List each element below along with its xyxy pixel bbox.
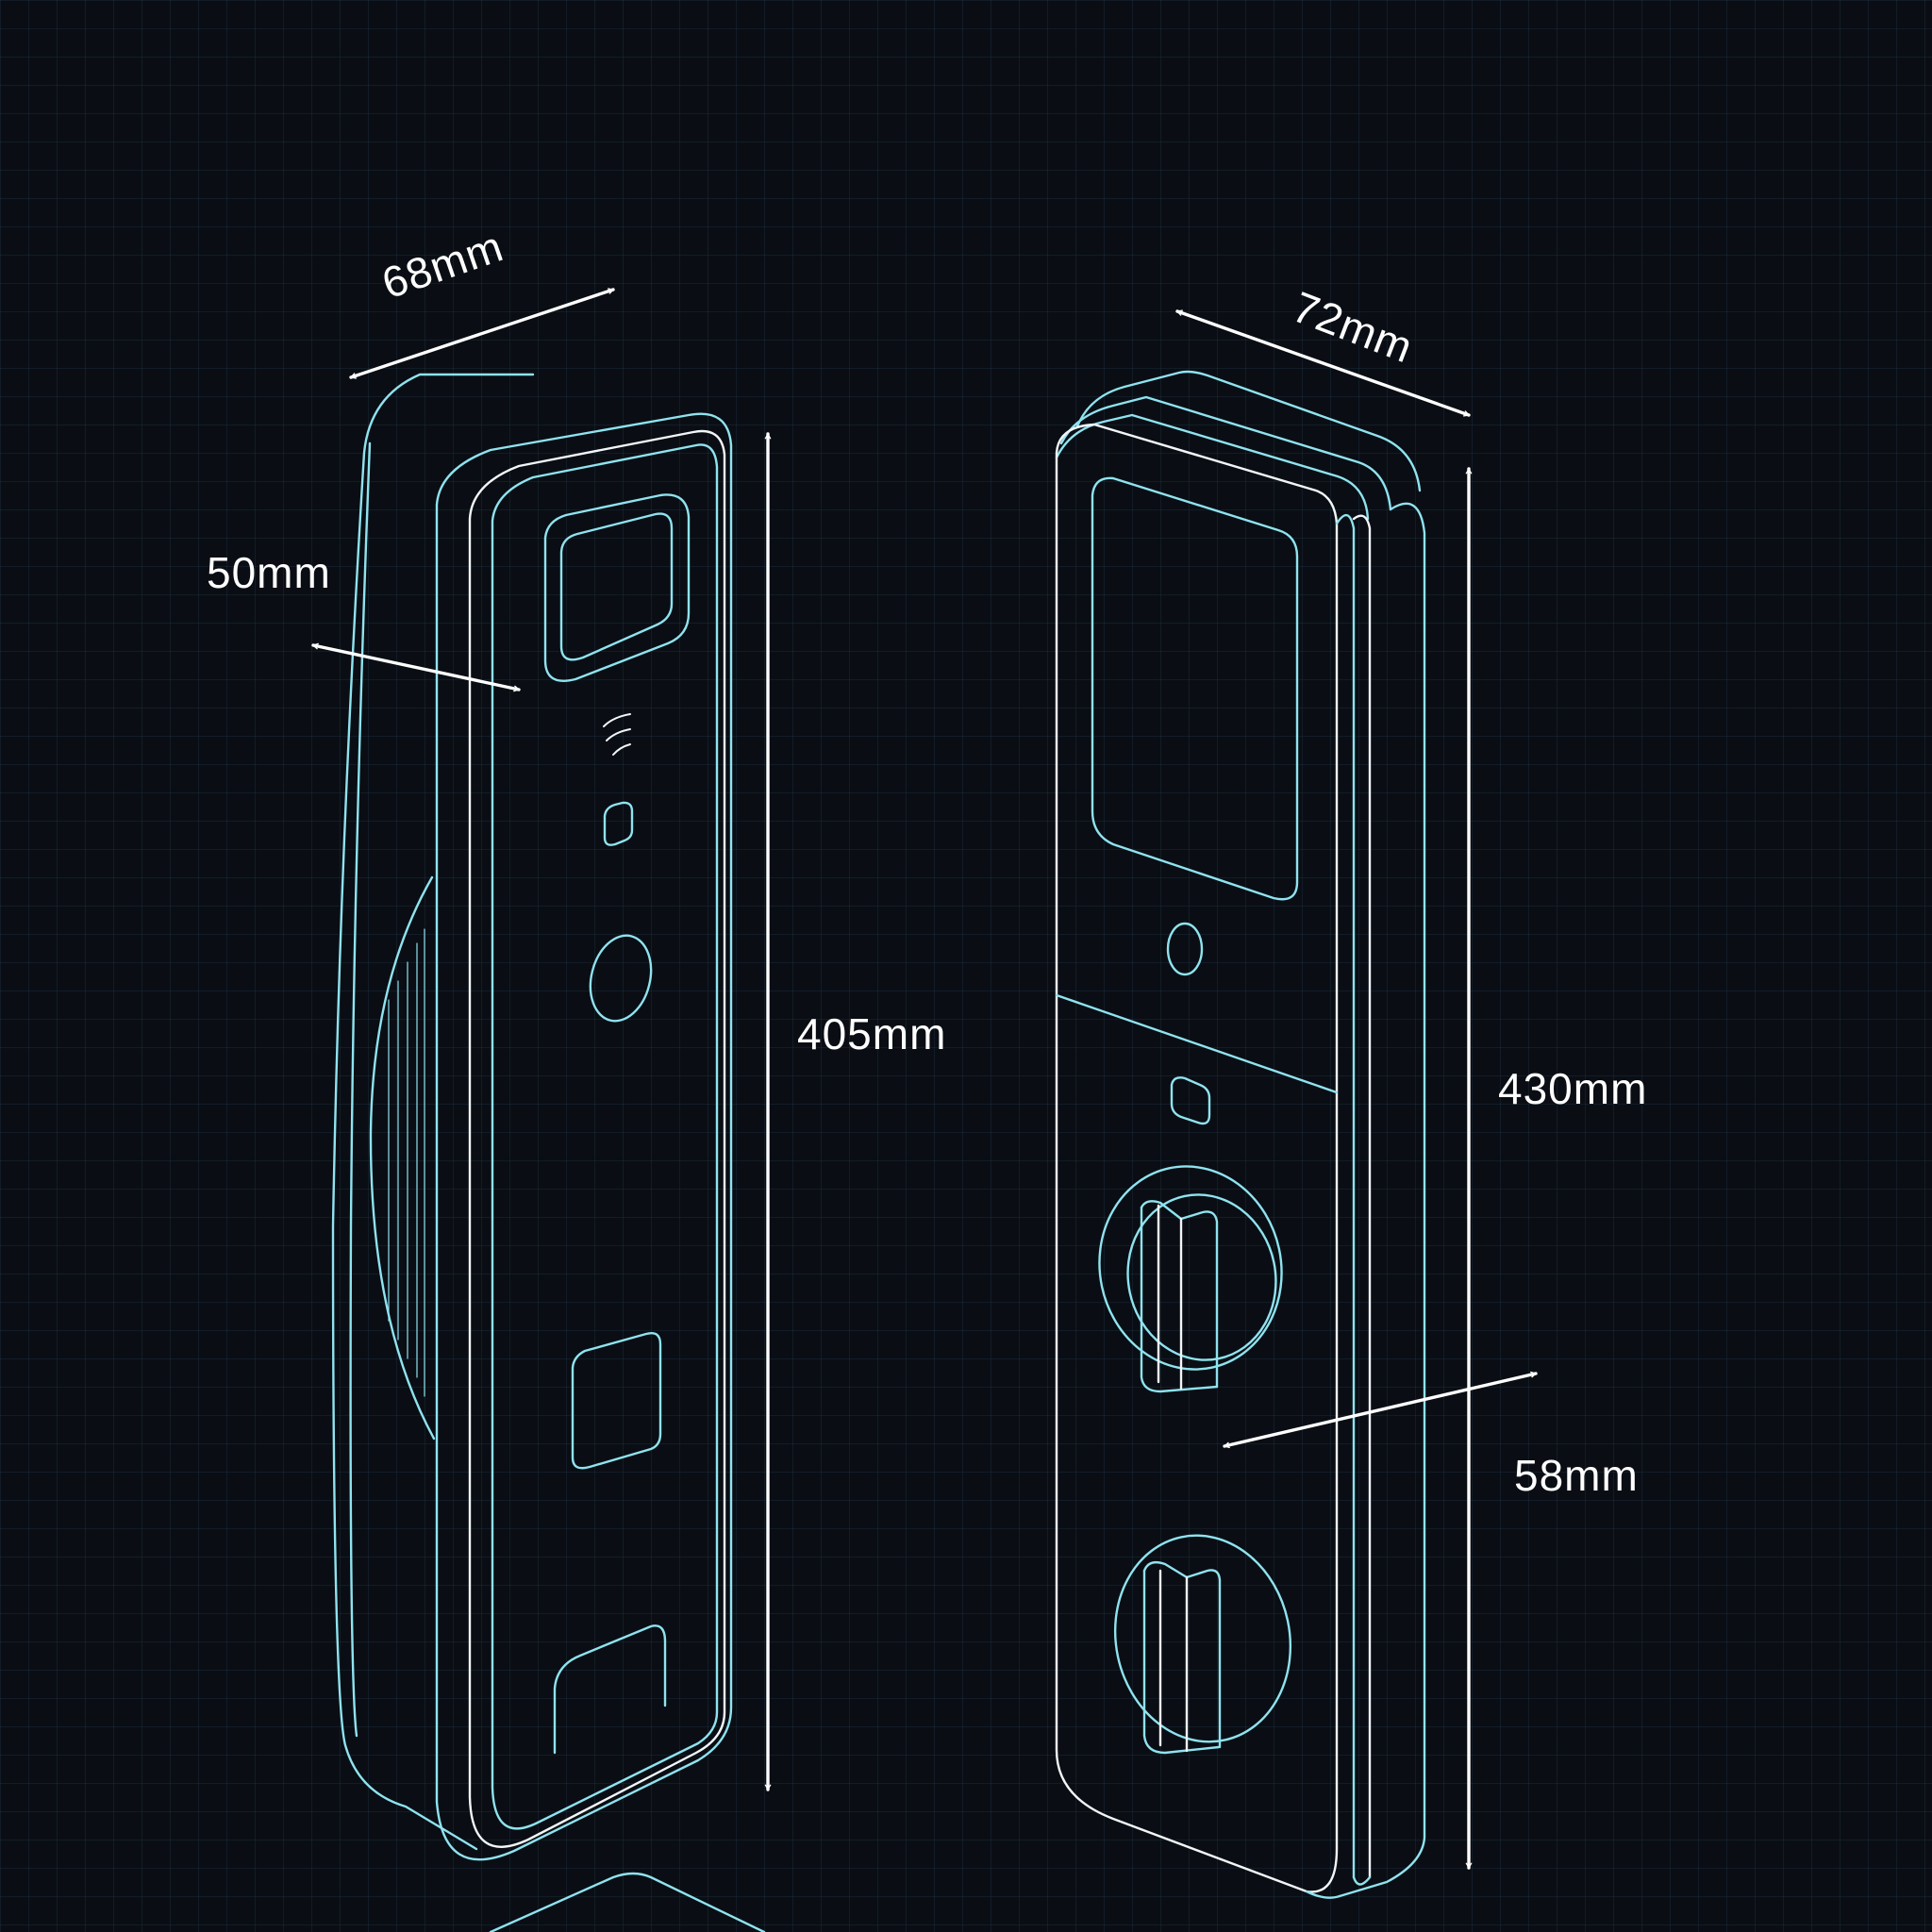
right-device-indicator xyxy=(1170,1076,1211,1125)
right-device-top-layer-1 xyxy=(1075,370,1422,492)
right-device-top-layer-3 xyxy=(1055,413,1370,521)
left-device-speaker-icon xyxy=(603,713,631,756)
dim-left-depth-arrow xyxy=(311,645,521,690)
right-device-side-layer-1 xyxy=(1335,514,1356,1879)
right-device-side-back xyxy=(1338,502,1426,1898)
left-device-front-outer xyxy=(435,412,733,1861)
left-device-front-inner xyxy=(491,443,719,1830)
right-device-screen xyxy=(1091,476,1299,901)
left-device-camera-frame-inner xyxy=(559,512,674,661)
right-device xyxy=(1055,370,1426,1899)
left-device-camera-frame-outer xyxy=(543,493,691,682)
left-device xyxy=(331,373,766,1932)
label-left-width: 68mm xyxy=(375,221,509,308)
right-device-bottom-edge xyxy=(1305,1875,1372,1899)
left-device-round-button xyxy=(589,934,653,1023)
left-device-cylinder-hatching xyxy=(388,928,425,1397)
left-device-back-shell xyxy=(331,373,535,1851)
right-device-upper-thumb-turn xyxy=(1098,1165,1283,1393)
dimension-arrows xyxy=(311,290,1538,1870)
dim-right-width-arrow xyxy=(1175,309,1471,417)
label-left-depth: 50mm xyxy=(207,548,331,597)
right-device-divider xyxy=(1055,993,1339,1094)
left-device-indicator xyxy=(603,801,634,846)
right-device-round-button xyxy=(1166,922,1204,976)
left-device-fingerprint-pad xyxy=(571,1331,662,1470)
right-device-body-outer xyxy=(1055,423,1339,1893)
right-device-side-layer-2 xyxy=(1352,514,1372,1879)
left-device-key-slot xyxy=(553,1624,667,1755)
label-right-height: 430mm xyxy=(1498,1064,1647,1113)
left-device-bottom-shadow-shape xyxy=(489,1872,766,1932)
dim-left-width-arrow xyxy=(349,290,615,377)
dimension-labels: 68mm 50mm 405mm 72mm 430mm 58mm xyxy=(207,221,1647,1500)
left-device-side-cylinder xyxy=(369,875,436,1441)
label-right-depth: 58mm xyxy=(1514,1451,1639,1500)
left-device-front-mid xyxy=(468,429,726,1848)
label-left-height: 405mm xyxy=(797,1009,946,1058)
right-device-top-layer-2 xyxy=(1059,395,1392,511)
right-device-lower-thumb-turn xyxy=(1113,1534,1292,1755)
dim-right-depth-arrow xyxy=(1223,1374,1538,1446)
